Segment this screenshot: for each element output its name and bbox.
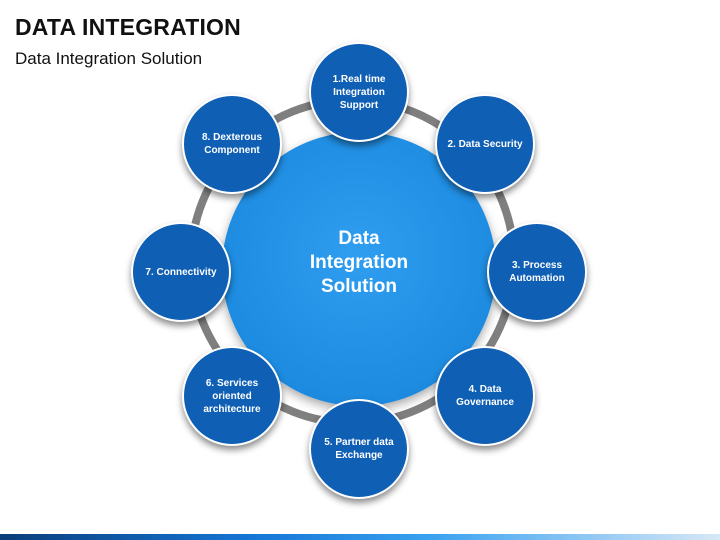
node-real-time-integration-support[interactable]: 1.Real time Integration Support [309,42,409,142]
node-label: 7. Connectivity [145,266,217,278]
bottom-accent-bar [0,534,720,540]
node-label: 4. Data Governance [456,384,514,408]
node-process-automation[interactable]: 3. Process Automation [487,222,587,322]
center-label: Data Integration Solution [309,228,409,297]
page-title: DATA INTEGRATION [15,14,241,40]
page-subtitle: Data Integration Solution [15,49,203,68]
node-label: 6. Services oriented architecture [203,377,261,415]
node-label: 1.Real time Integration Support [332,73,386,111]
node-data-security[interactable]: 2. Data Security [435,94,535,194]
node-connectivity[interactable]: 7. Connectivity [131,222,231,322]
node-partner-data-exchange[interactable]: 5. Partner data Exchange [309,399,409,499]
node-label: 2. Data Security [447,138,523,150]
node-label: 3. Process Automation [509,260,565,284]
node-label: 5. Partner data Exchange [324,437,394,461]
node-services-oriented-architecture[interactable]: 6. Services oriented architecture [182,346,282,446]
node-data-governance[interactable]: 4. Data Governance [435,346,535,446]
node-dexterous-component[interactable]: 8. Dexterous Component [182,94,282,194]
node-label: 8. Dexterous Component [201,132,263,156]
